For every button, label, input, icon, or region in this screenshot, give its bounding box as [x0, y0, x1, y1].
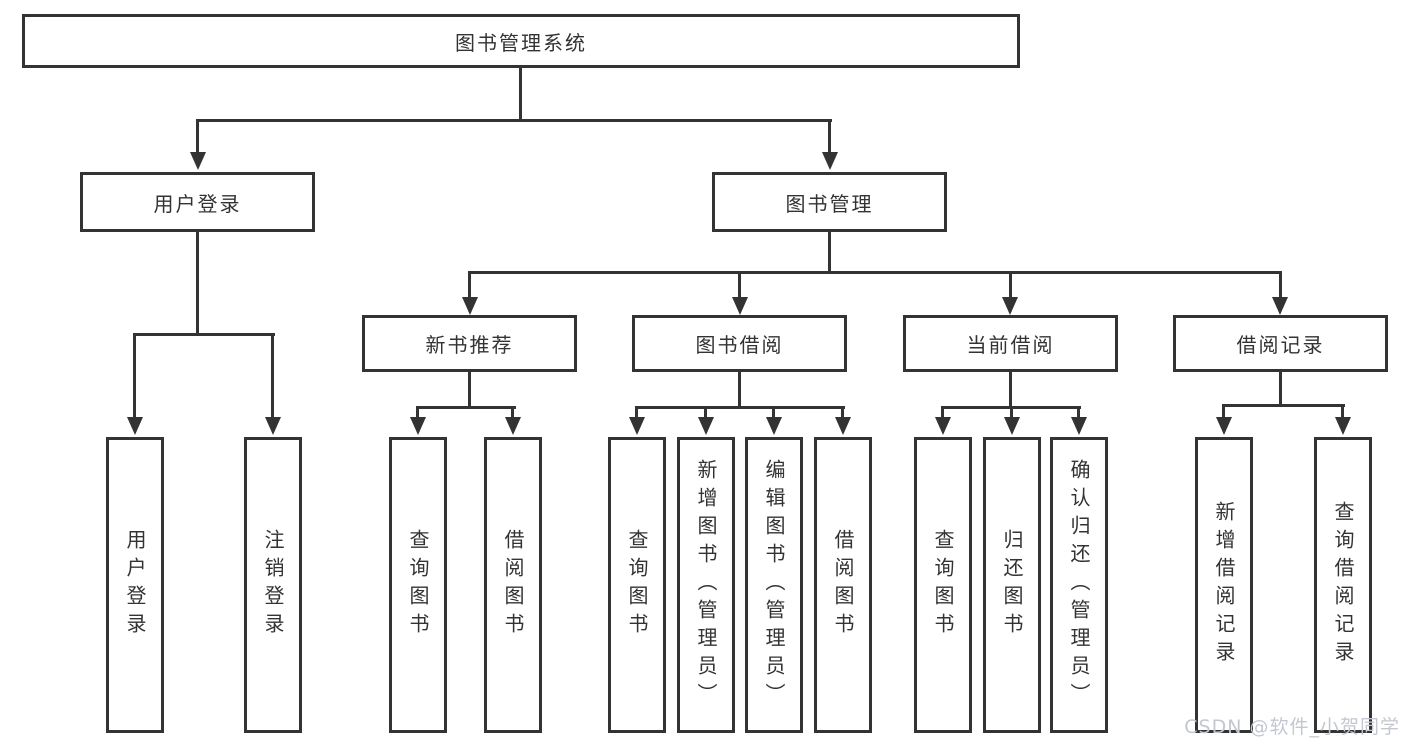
node-label: 查询借阅记录: [1331, 501, 1355, 669]
connector-arrowhead: [935, 417, 951, 435]
node-root: 图书管理系统: [22, 14, 1020, 68]
node-leaf-query-books-borrow: 查询图书: [608, 437, 666, 733]
node-book-borrow: 图书借阅: [632, 315, 847, 372]
connector-line: [738, 372, 741, 409]
node-label: 借阅图书: [831, 529, 855, 641]
node-label: 归还图书: [1000, 529, 1024, 641]
node-leaf-query-books-current: 查询图书: [914, 437, 972, 733]
node-book-management: 图书管理: [712, 172, 947, 232]
node-label: 查询图书: [406, 529, 430, 641]
connector-arrowhead: [732, 297, 748, 315]
connector-arrowhead: [1216, 417, 1232, 435]
node-leaf-borrow-books: 借阅图书: [814, 437, 872, 733]
node-new-book-recommend: 新书推荐: [362, 315, 577, 372]
node-label: 当前借阅: [966, 333, 1055, 357]
node-label: 借阅图书: [501, 529, 525, 641]
node-leaf-query-borrow-record: 查询借阅记录: [1314, 437, 1372, 733]
connector-arrowhead: [505, 417, 521, 435]
connector-line: [738, 271, 741, 299]
connector-line: [519, 68, 522, 121]
connector-line: [196, 232, 199, 336]
connector-arrowhead: [698, 417, 714, 435]
node-label: 用户登录: [123, 529, 147, 641]
connector-line: [1009, 372, 1012, 409]
connector-line: [196, 119, 832, 122]
connector-line: [468, 372, 471, 409]
connector-arrowhead: [1002, 297, 1018, 315]
node-borrow-record: 借阅记录: [1173, 315, 1388, 372]
node-leaf-edit-book-admin: 编辑图书（管理员）: [745, 437, 803, 733]
connector-line: [635, 406, 638, 419]
connector-line: [828, 119, 831, 154]
node-label: 新增借阅记录: [1212, 501, 1236, 669]
connector-line: [1010, 406, 1013, 419]
connector-arrowhead: [822, 152, 838, 170]
connector-line: [841, 406, 844, 419]
node-leaf-query-books-recommend: 查询图书: [389, 437, 447, 733]
connector-line: [416, 406, 419, 419]
node-label: 借阅记录: [1236, 333, 1325, 357]
connector-line: [704, 406, 707, 419]
connector-line: [828, 232, 831, 273]
connector-arrowhead: [835, 417, 851, 435]
connector-arrowhead: [766, 417, 782, 435]
node-label: 查询图书: [931, 529, 955, 641]
connector-line: [133, 333, 275, 336]
connector-arrowhead: [265, 417, 281, 435]
node-label: 查询图书: [625, 529, 649, 641]
node-label: 图书借阅: [695, 333, 784, 357]
node-leaf-return-book: 归还图书: [983, 437, 1041, 733]
connector-arrowhead: [1004, 417, 1020, 435]
connector-line: [1341, 404, 1344, 419]
connector-arrowhead: [629, 417, 645, 435]
node-leaf-borrow-books-recommend: 借阅图书: [484, 437, 542, 733]
node-leaf-add-borrow-record: 新增借阅记录: [1195, 437, 1253, 733]
connector-line: [196, 119, 199, 154]
node-label: 新增图书（管理员）: [694, 459, 718, 711]
node-leaf-confirm-return-admin: 确认归还（管理员）: [1050, 437, 1108, 733]
node-label: 图书管理系统: [455, 30, 587, 55]
node-user-login: 用户登录: [80, 172, 315, 232]
connector-line: [133, 333, 136, 419]
connector-arrowhead: [1335, 417, 1351, 435]
connector-line: [635, 406, 845, 409]
connector-arrowhead: [190, 152, 206, 170]
connector-arrowhead: [1272, 297, 1288, 315]
node-label: 图书管理: [785, 191, 874, 216]
connector-line: [1222, 404, 1345, 407]
connector-arrowhead: [410, 417, 426, 435]
connector-line: [941, 406, 944, 419]
node-leaf-logout: 注销登录: [244, 437, 302, 733]
connector-line: [1009, 271, 1012, 299]
connector-line: [1279, 372, 1282, 406]
node-label: 确认归还（管理员）: [1067, 459, 1091, 711]
connector-line: [772, 406, 775, 419]
node-leaf-user-login: 用户登录: [106, 437, 164, 733]
connector-line: [417, 406, 516, 409]
node-label: 用户登录: [153, 191, 242, 216]
connector-line: [271, 333, 274, 419]
node-leaf-add-book-admin: 新增图书（管理员）: [677, 437, 735, 733]
connector-line: [1279, 271, 1282, 299]
connector-line: [511, 406, 514, 419]
node-label: 编辑图书（管理员）: [762, 459, 786, 711]
csdn-watermark: CSDN @软件_小贺同学: [1184, 716, 1400, 738]
connector-arrowhead: [462, 297, 478, 315]
connector-line: [468, 271, 471, 299]
connector-arrowhead: [1071, 417, 1087, 435]
connector-arrowhead: [127, 417, 143, 435]
node-current-borrow: 当前借阅: [903, 315, 1118, 372]
node-label: 新书推荐: [425, 333, 514, 357]
connector-line: [1077, 406, 1080, 419]
node-label: 注销登录: [261, 529, 285, 641]
connector-line: [1222, 404, 1225, 419]
connector-line: [468, 271, 1282, 274]
